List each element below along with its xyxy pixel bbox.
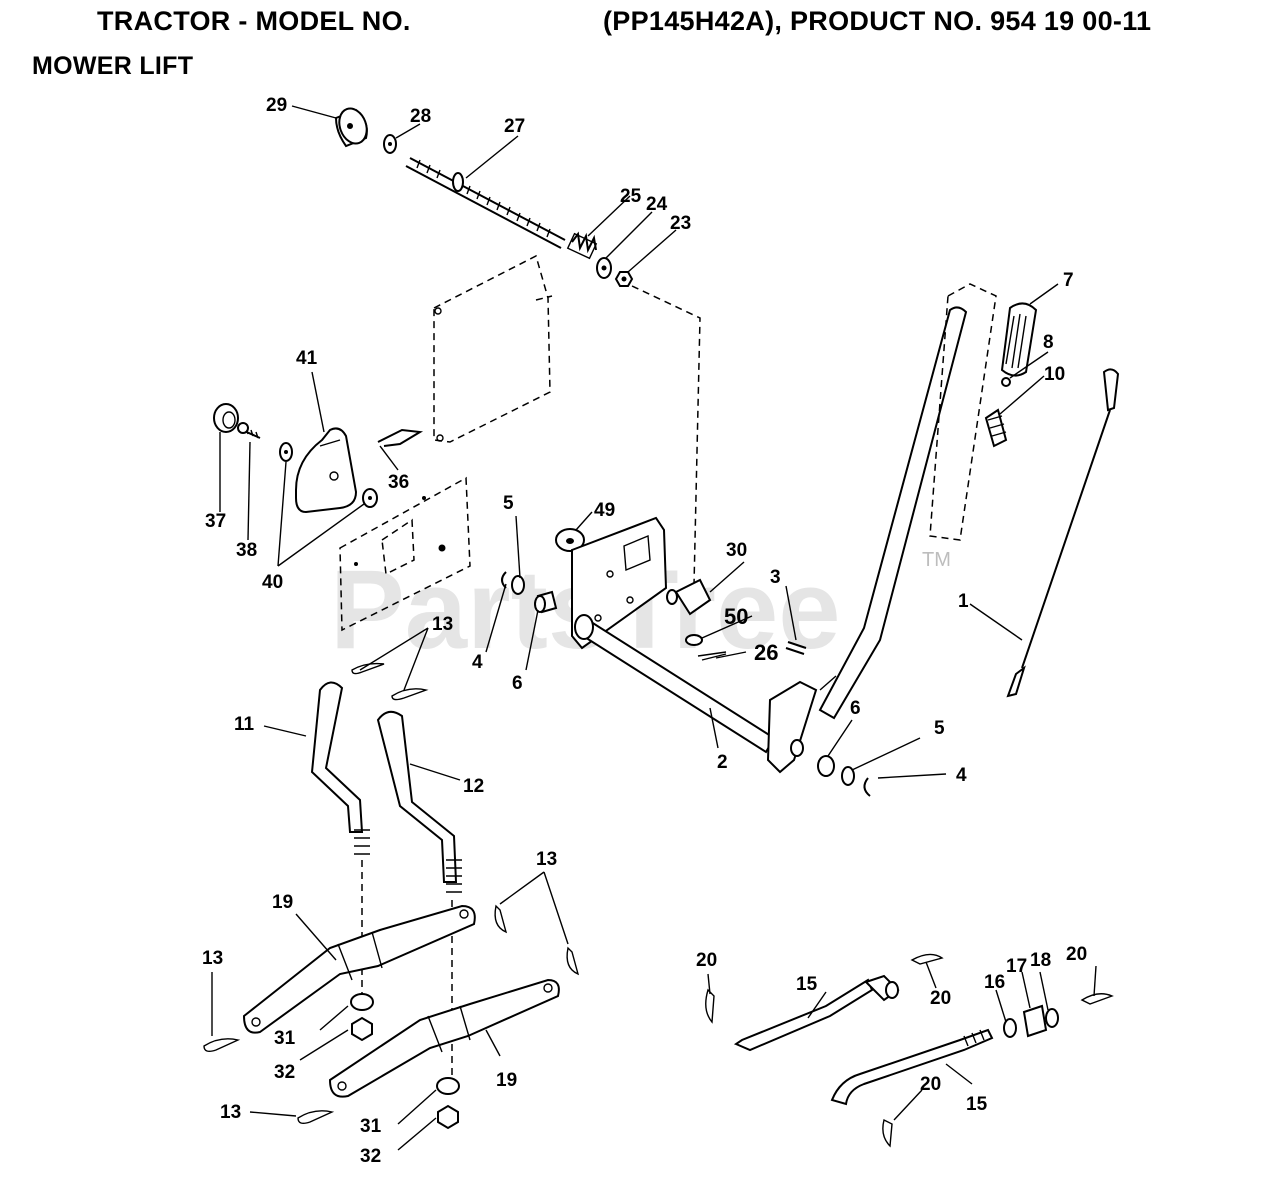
- part-37-knob-cap[interactable]: [213, 403, 239, 433]
- callout-13-top: 13: [432, 614, 453, 635]
- part-19-lift-arm-upper[interactable]: [242, 904, 476, 1034]
- part-1-release-rod[interactable]: [1006, 368, 1120, 698]
- part-41-lift-handle-plate[interactable]: [295, 427, 358, 514]
- callout-38: 38: [236, 540, 257, 561]
- callout-20-middle: 20: [930, 988, 951, 1009]
- part-2-lift-shaft[interactable]: [574, 614, 776, 754]
- callout-29: 29: [266, 95, 287, 116]
- callout-20-left: 20: [696, 950, 717, 971]
- part-23-nut[interactable]: [614, 271, 634, 287]
- part-3-pin[interactable]: [785, 641, 807, 655]
- section-title: MOWER LIFT: [32, 52, 194, 80]
- callout-36: 36: [388, 472, 409, 493]
- part-29-knob[interactable]: [334, 105, 372, 148]
- part-4-clip-right[interactable]: [863, 777, 871, 797]
- part-28-washer[interactable]: [383, 134, 397, 154]
- callout-13-right: 13: [536, 849, 557, 870]
- callout-1: 1: [958, 591, 969, 612]
- callout-labels: 1 2 3 4 4 5 5 6 6 7 8 10 11 12 13 13 13 …: [202, 95, 1087, 1167]
- callout-15-lower: 15: [966, 1094, 988, 1115]
- part-50-washer[interactable]: [685, 634, 703, 646]
- part-7-handle-grip[interactable]: [1000, 302, 1038, 377]
- part-49-bushing[interactable]: [555, 528, 585, 552]
- callout-19-upper: 19: [272, 892, 293, 913]
- part-6-bushing-right[interactable]: [817, 755, 835, 777]
- callout-4-right: 4: [956, 765, 967, 786]
- part-11-lift-link[interactable]: [310, 681, 370, 855]
- callout-26: 26: [754, 640, 778, 665]
- part-mounting-plate[interactable]: [571, 516, 668, 650]
- part-40-washers[interactable]: [279, 442, 378, 508]
- callout-25: 25: [620, 186, 642, 207]
- part-17-trunnion[interactable]: [1022, 1004, 1048, 1038]
- part-10-spring[interactable]: [984, 408, 1008, 448]
- callout-5-left: 5: [503, 493, 514, 514]
- callout-4-left: 4: [472, 652, 483, 673]
- part-8-button[interactable]: [1001, 377, 1011, 387]
- watermark-trademark: TM: [922, 549, 951, 571]
- part-5-washer-left[interactable]: [511, 575, 525, 595]
- callout-3: 3: [770, 567, 781, 588]
- callout-19-lower: 19: [496, 1070, 517, 1091]
- part-25-spring[interactable]: [566, 231, 598, 260]
- callout-13-bottom: 13: [220, 1102, 241, 1123]
- callout-40: 40: [262, 572, 283, 593]
- callout-20-bottom: 20: [920, 1074, 941, 1095]
- part-12-lift-link[interactable]: [376, 710, 462, 893]
- callout-24: 24: [646, 194, 668, 215]
- callout-32-upper: 32: [274, 1062, 295, 1083]
- callout-37: 37: [205, 511, 226, 532]
- callout-6-left: 6: [512, 673, 523, 694]
- part-15-lift-rod-lower[interactable]: [830, 1028, 994, 1106]
- part-19-lift-arm-lower[interactable]: [328, 978, 560, 1098]
- callout-23: 23: [670, 213, 691, 234]
- callout-49: 49: [594, 500, 615, 521]
- callout-20-right: 20: [1066, 944, 1087, 965]
- callout-30: 30: [726, 540, 747, 561]
- part-38-bolt[interactable]: [237, 422, 261, 439]
- callout-27: 27: [504, 116, 525, 137]
- callout-12: 12: [463, 776, 484, 797]
- part-lift-handle[interactable]: [766, 306, 968, 774]
- callout-16: 16: [984, 972, 1005, 993]
- part-30-trunnion-block[interactable]: [666, 578, 712, 616]
- part-36-clip[interactable]: [377, 428, 424, 447]
- product-number-title: (PP145H42A), PRODUCT NO. 954 19 00-11: [603, 6, 1152, 36]
- part-18-ferrule[interactable]: [1045, 1008, 1059, 1028]
- callout-13-left: 13: [202, 948, 223, 969]
- part-15-lift-rod-upper[interactable]: [733, 974, 900, 1052]
- part-24-washer[interactable]: [596, 257, 612, 279]
- part-20-hairpins[interactable]: [705, 953, 1114, 1148]
- callout-28: 28: [410, 106, 431, 127]
- callout-6-right: 6: [850, 698, 861, 719]
- part-13-hairpins-bottom[interactable]: [203, 904, 580, 1125]
- callout-31-upper: 31: [274, 1028, 296, 1049]
- part-13-hairpin-top[interactable]: [351, 662, 429, 701]
- callout-31-lower: 31: [360, 1116, 382, 1137]
- part-27-threaded-rod[interactable]: [405, 157, 566, 249]
- part-6-bushing-left[interactable]: [534, 590, 558, 614]
- callout-2: 2: [717, 752, 728, 773]
- callout-7: 7: [1063, 270, 1074, 291]
- leader-lines: [211, 105, 1097, 1151]
- part-31-32-nuts[interactable]: [350, 993, 460, 1130]
- callout-41: 41: [296, 348, 318, 369]
- model-title: TRACTOR - MODEL NO.: [97, 6, 411, 36]
- callout-11: 11: [234, 714, 255, 735]
- callout-10: 10: [1044, 364, 1065, 385]
- callout-32-lower: 32: [360, 1146, 381, 1167]
- callout-5-right: 5: [934, 718, 945, 739]
- callout-15-upper: 15: [796, 974, 818, 995]
- part-26-cotter-pin[interactable]: [697, 651, 727, 661]
- part-16-washer[interactable]: [1003, 1018, 1017, 1038]
- callout-18: 18: [1030, 950, 1051, 971]
- callout-17: 17: [1006, 956, 1027, 977]
- callout-8: 8: [1043, 332, 1054, 353]
- part-5-washer-right[interactable]: [841, 766, 855, 786]
- callout-50: 50: [724, 604, 748, 629]
